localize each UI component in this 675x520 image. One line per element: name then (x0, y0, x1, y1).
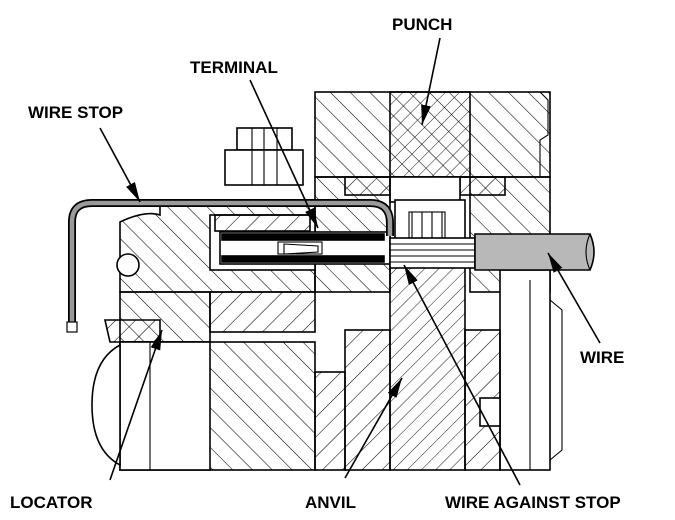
label-wire-against-stop: WIRE AGAINST STOP (445, 493, 621, 512)
label-terminal: TERMINAL (190, 58, 278, 77)
locator (103, 319, 161, 343)
lower-left-block (91, 341, 346, 471)
leader-punch (421, 37, 441, 126)
label-anvil: ANVIL (305, 493, 356, 512)
leader-wire-against-stop (403, 264, 521, 486)
label-wire-stop: WIRE STOP (28, 103, 123, 122)
leader-wire (547, 252, 601, 344)
wire (474, 233, 595, 271)
wire-strands (389, 237, 476, 269)
wire-stop (66, 199, 394, 333)
anvil (344, 261, 501, 471)
leader-terminal (249, 79, 319, 229)
label-punch: PUNCH (392, 15, 452, 34)
clamp-screw (224, 127, 304, 186)
leader-locator (109, 329, 163, 481)
punch-holder-block (314, 91, 551, 178)
leader-wire-stop (99, 127, 141, 203)
leader-anvil (344, 377, 403, 479)
terminal (219, 231, 391, 265)
label-wire: WIRE (580, 348, 624, 367)
label-locator: LOCATOR (10, 493, 92, 512)
leaders (99, 37, 601, 486)
